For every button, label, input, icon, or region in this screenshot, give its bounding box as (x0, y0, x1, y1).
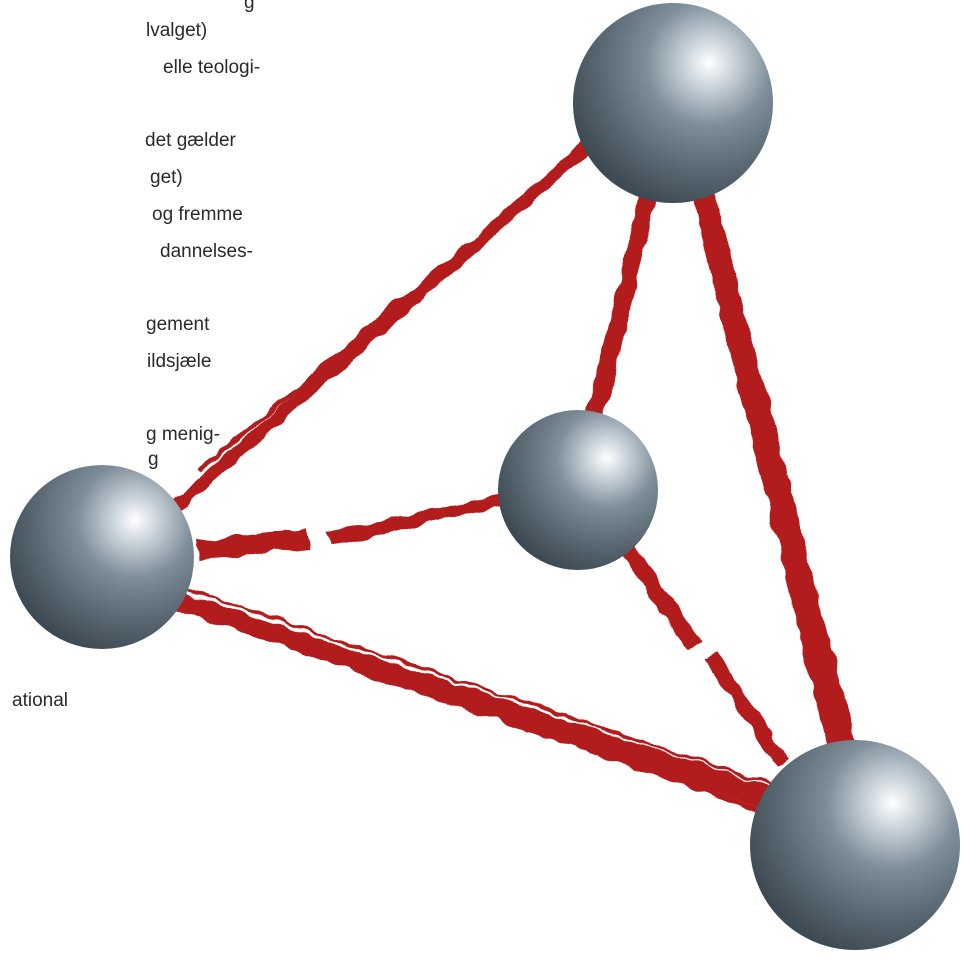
text-fragment: gement (146, 314, 210, 335)
sphere-bottom-right (750, 740, 960, 950)
text-fragment: get) (150, 167, 183, 188)
sphere-center (498, 410, 658, 570)
text-fragment: det gælder (145, 130, 236, 151)
text-fragment: dannelses- (160, 241, 253, 262)
text-fragment: og fremme (152, 204, 243, 225)
text-fragment: g menig- (146, 424, 220, 445)
text-fragment: g (148, 449, 159, 470)
edge-top-center (586, 185, 658, 420)
text-fragment: elle teologi- (163, 57, 261, 78)
text-fragment: ildsjæle (147, 351, 212, 372)
sphere-left (10, 465, 194, 649)
text-fragment: lvalget) (146, 20, 208, 41)
edge-left-bottomright (149, 576, 780, 812)
edge-top-bottomright (680, 150, 856, 748)
edge-left-top (160, 140, 592, 516)
text-fragment: g (244, 0, 255, 13)
edge-left-center (198, 494, 504, 560)
text-fragment: ational (12, 690, 68, 711)
sphere-top (573, 3, 773, 203)
